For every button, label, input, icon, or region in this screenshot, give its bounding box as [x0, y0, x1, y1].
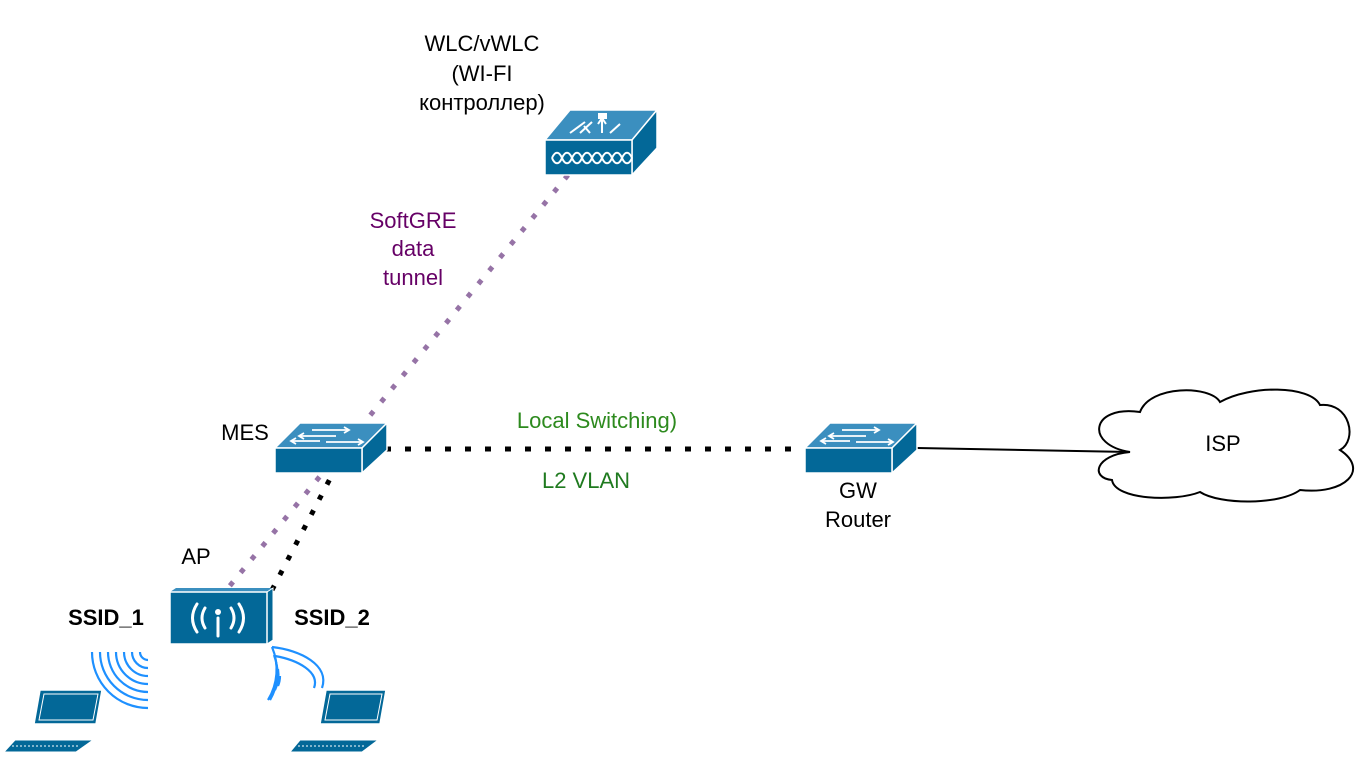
cloud-icon	[1097, 388, 1354, 503]
controller-label-line1: WLC/vWLC	[425, 31, 540, 56]
switch-icon	[273, 421, 389, 475]
l2-vlan-label: L2 VLAN	[542, 468, 630, 493]
tunnel-label-line3: tunnel	[383, 265, 443, 290]
mes-label: MES	[221, 420, 269, 445]
tunnel-label-line2: data	[392, 236, 436, 261]
local-switching-label: Local Switching)	[517, 408, 677, 433]
gw-isp-link	[916, 447, 1131, 453]
wifi-signal-icon	[90, 651, 149, 710]
controller-label-line2: (WI-FI	[451, 61, 512, 86]
access-point-icon	[169, 587, 274, 645]
wifi-signal-icon	[267, 645, 325, 701]
laptop-icon	[2, 689, 103, 753]
ssid1-label: SSID_1	[68, 605, 144, 630]
laptop-icon	[288, 689, 387, 753]
wlc-controller-icon	[543, 107, 659, 177]
isp-label: ISP	[1205, 431, 1240, 456]
ap-label: AP	[181, 544, 210, 569]
controller-label-line3: контроллер)	[419, 90, 545, 115]
gw-router-label-line1: GW	[839, 478, 877, 503]
gw-router-label-line2: Router	[825, 507, 891, 532]
softgre-tunnel-line	[226, 173, 570, 590]
ssid2-label: SSID_2	[294, 605, 370, 630]
router-icon	[803, 421, 919, 475]
tunnel-label-line1: SoftGRE	[370, 208, 457, 233]
